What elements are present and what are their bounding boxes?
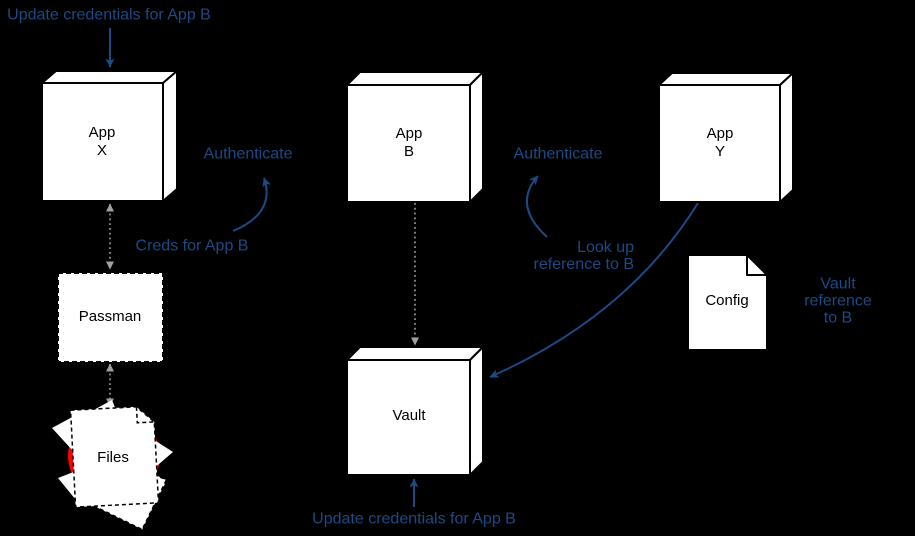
arrow-appy-lookup-vault: [489, 202, 699, 378]
app-x-label: App X: [88, 124, 116, 159]
annotation-creds-for-app-b: Creds for App B: [135, 237, 249, 255]
annotation-authenticate-left: Authenticate: [203, 145, 293, 163]
annotation-update-credentials-top: Update credentials for App B: [7, 6, 211, 24]
app-x-node: [41, 70, 178, 202]
vault-label: Vault: [392, 407, 426, 424]
files-label: Files: [97, 449, 129, 466]
arrow-authenticate-left: [232, 177, 272, 232]
annotation-vault-reference: Vault reference to B: [804, 275, 872, 327]
passman-label: Passman: [78, 308, 142, 325]
config-label: Config: [705, 292, 749, 309]
vault-node: [346, 346, 484, 476]
files-node: [52, 400, 173, 531]
annotation-look-up-reference: Look up reference to B: [533, 239, 635, 273]
annotation-authenticate-right: Authenticate: [513, 145, 603, 163]
config-node: [687, 254, 768, 351]
app-y-label: App Y: [706, 125, 734, 160]
arrow-authenticate-right: [525, 175, 548, 238]
app-b-node: [346, 71, 484, 203]
app-y-node: [658, 72, 794, 203]
annotation-update-credentials-bottom: Update credentials for App B: [312, 510, 516, 528]
passman-node: [57, 272, 164, 363]
files-front-page: [69, 406, 160, 508]
app-b-label: App B: [395, 125, 423, 160]
connector-layer: [105, 28, 699, 507]
